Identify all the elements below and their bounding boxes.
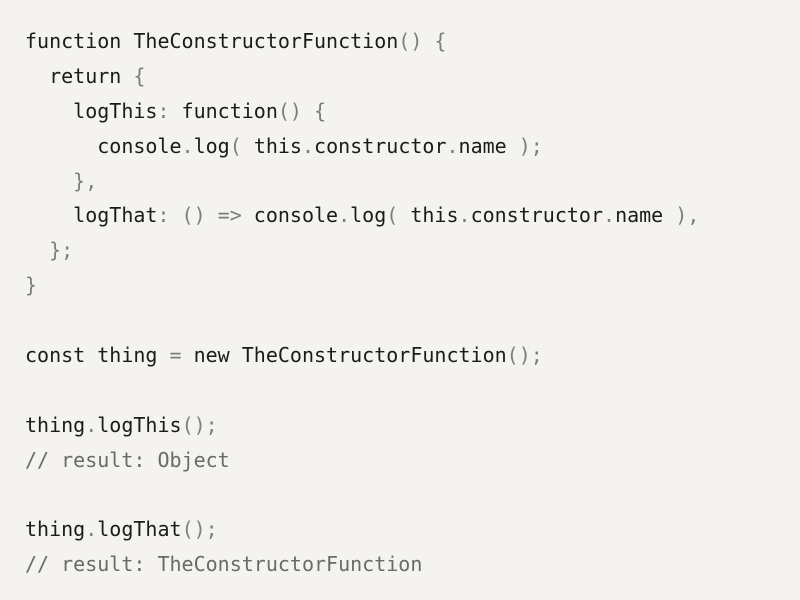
code-punctuation: . bbox=[85, 412, 98, 437]
code-punctuation: . bbox=[446, 133, 459, 158]
code-token: logThis bbox=[25, 98, 158, 123]
code-punctuation: () { bbox=[277, 98, 327, 123]
code-punctuation: ), bbox=[663, 203, 700, 228]
code-punctuation: } bbox=[25, 273, 38, 298]
code-token: logThat bbox=[25, 203, 158, 228]
code-token: new TheConstructorFunction bbox=[193, 343, 507, 368]
code-line bbox=[25, 478, 800, 513]
code-token: return bbox=[25, 63, 134, 88]
code-punctuation: . bbox=[603, 203, 616, 228]
code-punctuation: . bbox=[301, 133, 315, 158]
code-punctuation: () { bbox=[398, 29, 447, 53]
code-punctuation: = bbox=[169, 343, 194, 368]
code-punctuation: . bbox=[458, 203, 471, 228]
code-punctuation: ); bbox=[506, 133, 543, 158]
code-punctuation: ( bbox=[229, 133, 254, 158]
code-line: return { bbox=[25, 59, 800, 94]
code-line: function TheConstructorFunction() { bbox=[25, 24, 800, 59]
code-token: function TheConstructorFunction bbox=[25, 29, 399, 53]
code-line: // result: Object bbox=[25, 443, 800, 478]
code-token: const thing bbox=[25, 343, 170, 368]
code-line: console.log( this.constructor.name ); bbox=[25, 129, 800, 164]
code-token: name bbox=[615, 203, 664, 228]
code-punctuation: (); bbox=[181, 412, 218, 437]
code-line bbox=[25, 373, 800, 408]
code-line: }; bbox=[25, 233, 800, 268]
code-punctuation: . bbox=[181, 133, 194, 158]
code-punctuation: (); bbox=[506, 343, 543, 368]
code-punctuation: . bbox=[338, 203, 351, 228]
code-line: thing.logThat(); bbox=[25, 512, 800, 547]
code-punctuation: : bbox=[157, 98, 182, 123]
code-line bbox=[25, 303, 800, 338]
code-token: constructor bbox=[314, 133, 447, 158]
code-line: logThis: function() { bbox=[25, 94, 800, 129]
code-token: name bbox=[458, 133, 507, 158]
code-line: logThat: () => console.log( this.constru… bbox=[25, 198, 800, 233]
code-token: log bbox=[350, 203, 387, 228]
code-line: }, bbox=[25, 164, 800, 199]
code-punctuation: (); bbox=[181, 517, 218, 542]
code-token: this bbox=[253, 133, 302, 158]
code-token: log bbox=[193, 133, 230, 158]
code-comment: // result: Object bbox=[25, 447, 230, 472]
code-line: } bbox=[25, 268, 800, 303]
code-line: const thing = new TheConstructorFunction… bbox=[25, 338, 800, 373]
code-line: // result: TheConstructorFunction bbox=[25, 547, 800, 582]
code-token: constructor bbox=[470, 203, 604, 228]
code-token: thing bbox=[25, 412, 86, 437]
code-token: thing bbox=[25, 517, 86, 542]
code-token: console bbox=[25, 133, 182, 158]
code-punctuation: }, bbox=[25, 168, 98, 193]
code-comment: // result: TheConstructorFunction bbox=[25, 552, 423, 577]
code-token: logThis bbox=[97, 412, 182, 437]
code-punctuation: { bbox=[133, 63, 146, 88]
code-punctuation: . bbox=[85, 517, 98, 542]
code-token: this bbox=[410, 203, 459, 228]
code-punctuation: }; bbox=[25, 238, 74, 263]
code-token: function bbox=[181, 98, 278, 123]
code-line: thing.logThis(); bbox=[25, 408, 800, 443]
code-token: logThat bbox=[97, 517, 182, 542]
code-token: console bbox=[253, 203, 339, 228]
code-punctuation: ( bbox=[386, 203, 411, 228]
code-punctuation: : () => bbox=[157, 203, 254, 228]
